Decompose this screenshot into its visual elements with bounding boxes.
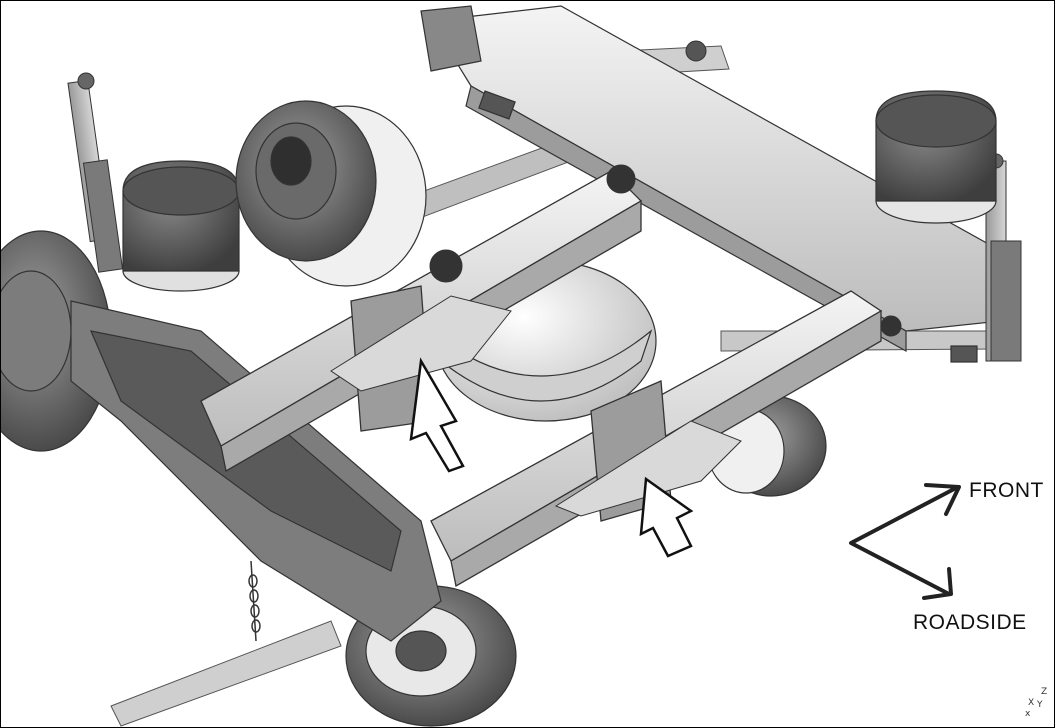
front-direction-label: FRONT <box>969 479 1044 502</box>
direction-arrows <box>849 483 961 600</box>
bottom-hub <box>345 585 517 727</box>
right-air-spring <box>875 90 997 224</box>
roadside-arrowhead <box>922 567 953 600</box>
roadside-direction-label: ROADSIDE <box>913 611 1027 634</box>
upper-left-hub <box>235 100 427 287</box>
left-air-spring <box>122 160 240 292</box>
axis-y-label: Y <box>1037 700 1043 710</box>
hanging-chain <box>248 560 261 642</box>
right-shock-absorber <box>985 153 1022 362</box>
axis-z-label: Z <box>1041 687 1048 697</box>
left-shock-absorber <box>67 72 124 273</box>
axis-x-small-label: x <box>1025 709 1031 719</box>
left-edge-hub <box>1 230 112 452</box>
indicator-arrow-right <box>639 476 694 558</box>
upper-crossmember <box>420 5 1002 363</box>
brackets <box>330 40 902 517</box>
axis-x-label: X <box>1028 698 1035 708</box>
front-arrowhead <box>924 483 961 516</box>
indicator-arrow-left <box>409 357 465 473</box>
